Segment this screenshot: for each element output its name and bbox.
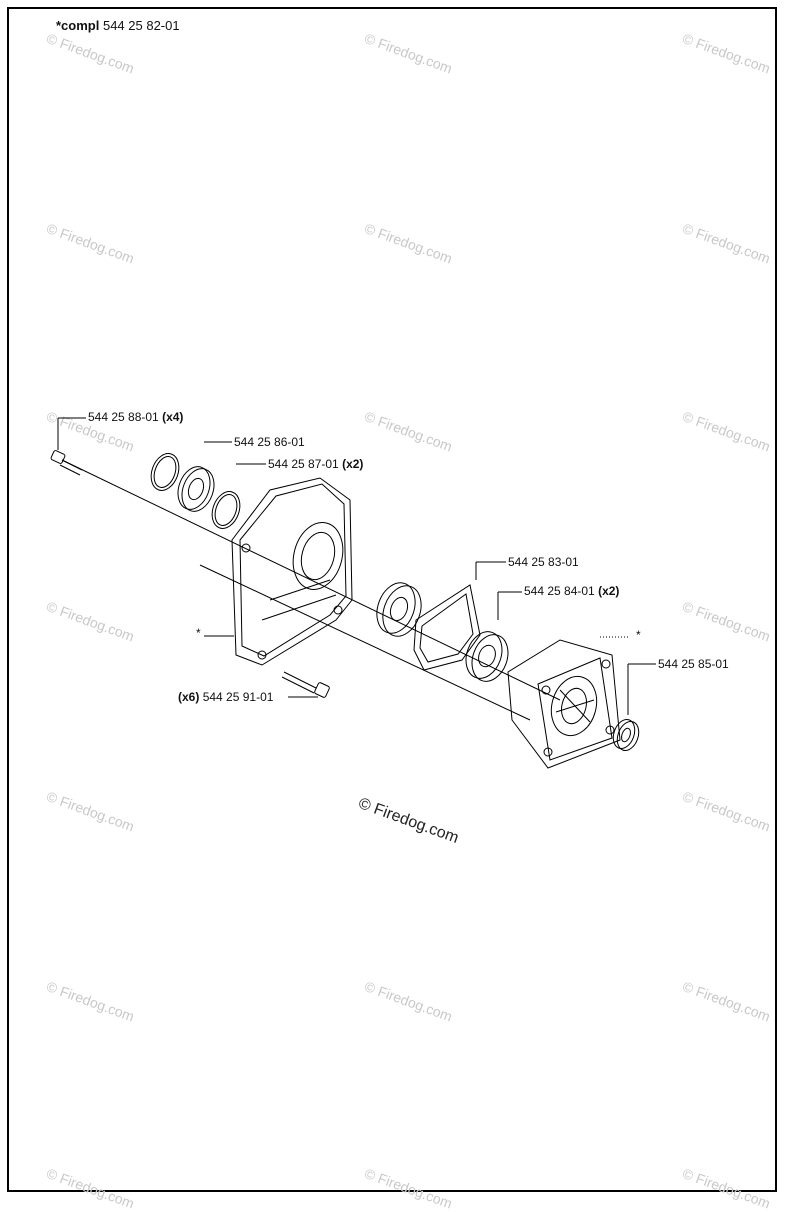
part-label-544-25-87-01[interactable]: 544 25 87-01 (x2) [268,457,363,471]
assembly-title-prefix: *compl [56,18,100,33]
bearing-1 [177,466,215,512]
part-label-544-25-84-01[interactable]: 544 25 84-01 (x2) [524,584,619,598]
diagram-frame [7,7,777,1192]
part-number: 544 25 88-01 [88,410,159,424]
circlip-2 [211,491,241,529]
part-label-544-25-83-01[interactable]: 544 25 83-01 [508,555,579,569]
assembly-title-part: 544 25 82-01 [102,18,180,33]
part-label-544-25-85-01[interactable]: 544 25 85-01 [658,657,729,671]
assembly-axis-upper [61,459,561,701]
assembly-marker-left: * [196,626,201,640]
part-label-544-25-91-01[interactable]: (x6) 544 25 91-01 [178,690,273,704]
assembly-title: *compl 544 25 82-01 [56,18,180,33]
crankcase-left [231,477,353,666]
bearing-3 [465,631,509,682]
crankcase-right [507,639,621,769]
part-qty: (x2) [598,584,620,598]
part-number: 544 25 86-01 [234,435,305,449]
assembly-marker-right: * [636,628,641,642]
bearing-2 [376,582,422,637]
part-number: 544 25 83-01 [508,555,579,569]
part-number: 544 25 85-01 [658,657,729,671]
oil-seal [612,718,640,752]
part-label-544-25-86-01[interactable]: 544 25 86-01 [234,435,305,449]
part-number: 544 25 91-01 [202,690,274,704]
assembly-axis-lower [199,564,531,721]
part-qty: (x2) [342,457,364,471]
part-number: 544 25 84-01 [524,584,595,598]
part-label-544-25-88-01[interactable]: 544 25 88-01 (x4) [88,410,183,424]
gasket [413,584,481,671]
part-qty: (x6) [178,690,200,704]
screw-bottom [281,671,330,698]
circlip-1 [150,453,180,491]
part-qty: (x4) [162,410,184,424]
screw-top [50,450,83,476]
part-number: 544 25 87-01 [268,457,339,471]
